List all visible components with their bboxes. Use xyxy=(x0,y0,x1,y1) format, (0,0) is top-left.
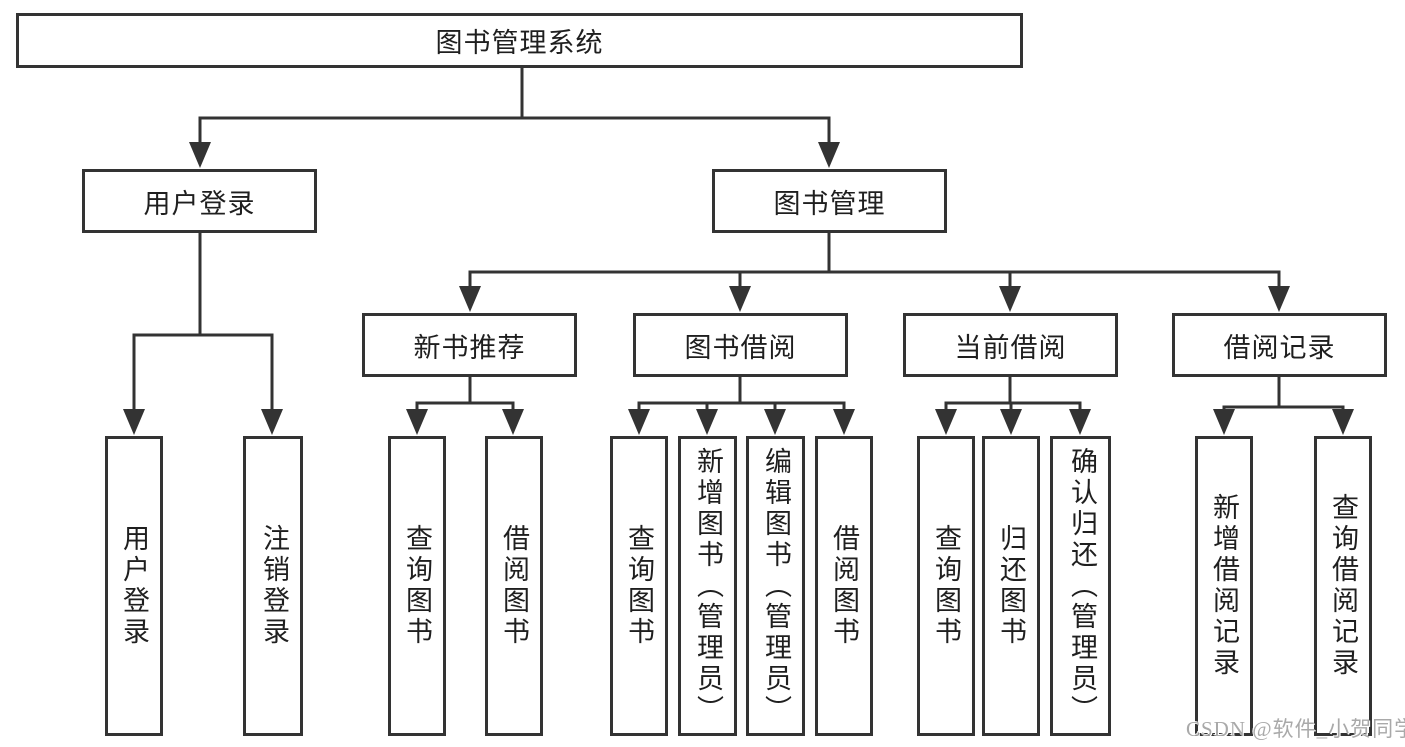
node-book-management: 图书管理 xyxy=(712,169,947,233)
leaf-add-borrow-record: 新增借阅记录 xyxy=(1195,436,1253,736)
leaf-query-books-borrowing: 查询图书 xyxy=(610,436,668,736)
leaf-edit-book-admin: 编辑图书（管理员） xyxy=(746,436,805,736)
connector-borrow-records-branch xyxy=(1222,377,1345,412)
leaf-borrow-books-recommend: 借阅图书 xyxy=(485,436,543,736)
leaf-logout: 注销登录 xyxy=(243,436,303,736)
leaf-query-borrow-record: 查询借阅记录 xyxy=(1314,436,1372,736)
arrowhead xyxy=(764,409,786,435)
arrowhead xyxy=(999,286,1021,312)
connector-user-login-branch xyxy=(132,233,274,410)
leaf-query-books-current: 查询图书 xyxy=(917,436,975,736)
leaf-confirm-return-admin: 确认归还（管理员） xyxy=(1050,436,1111,736)
arrowhead xyxy=(818,142,840,168)
arrowhead xyxy=(1332,409,1354,435)
node-book-borrowing: 图书借阅 xyxy=(633,313,848,377)
connector-book-borrow-branch xyxy=(637,377,846,410)
node-borrowing-records: 借阅记录 xyxy=(1172,313,1387,377)
connector-current-borrow-branch xyxy=(944,377,1082,410)
arrowhead xyxy=(628,409,650,435)
arrowhead xyxy=(1000,409,1022,435)
node-user-login: 用户登录 xyxy=(82,169,317,233)
leaf-query-books-recommend: 查询图书 xyxy=(388,436,446,736)
arrowhead xyxy=(1268,286,1290,312)
connector-book-mgmt-branch xyxy=(468,233,1281,287)
arrowhead xyxy=(459,286,481,312)
arrowhead xyxy=(729,286,751,312)
arrowhead xyxy=(189,142,211,168)
arrowhead xyxy=(1069,409,1091,435)
csdn-watermark: CSDN @软件_小贺同学 xyxy=(1186,717,1405,741)
arrowhead xyxy=(935,409,957,435)
leaf-add-book-admin: 新增图书（管理员） xyxy=(678,436,737,736)
arrowhead xyxy=(833,409,855,435)
connector-new-book-branch xyxy=(415,377,515,410)
node-book-management-system: 图书管理系统 xyxy=(16,13,1023,68)
leaf-return-book: 归还图书 xyxy=(982,436,1040,736)
leaf-user-login: 用户登录 xyxy=(105,436,163,736)
arrowhead xyxy=(406,409,428,435)
connector-level2 xyxy=(198,116,831,144)
arrowhead xyxy=(696,409,718,435)
arrowhead xyxy=(1213,409,1235,435)
node-current-borrowing: 当前借阅 xyxy=(903,313,1118,377)
leaf-borrow-books-borrowing: 借阅图书 xyxy=(815,436,873,736)
arrowhead xyxy=(502,409,524,435)
arrowhead xyxy=(261,409,283,435)
node-new-book-recommend: 新书推荐 xyxy=(362,313,577,377)
arrowhead xyxy=(123,409,145,435)
